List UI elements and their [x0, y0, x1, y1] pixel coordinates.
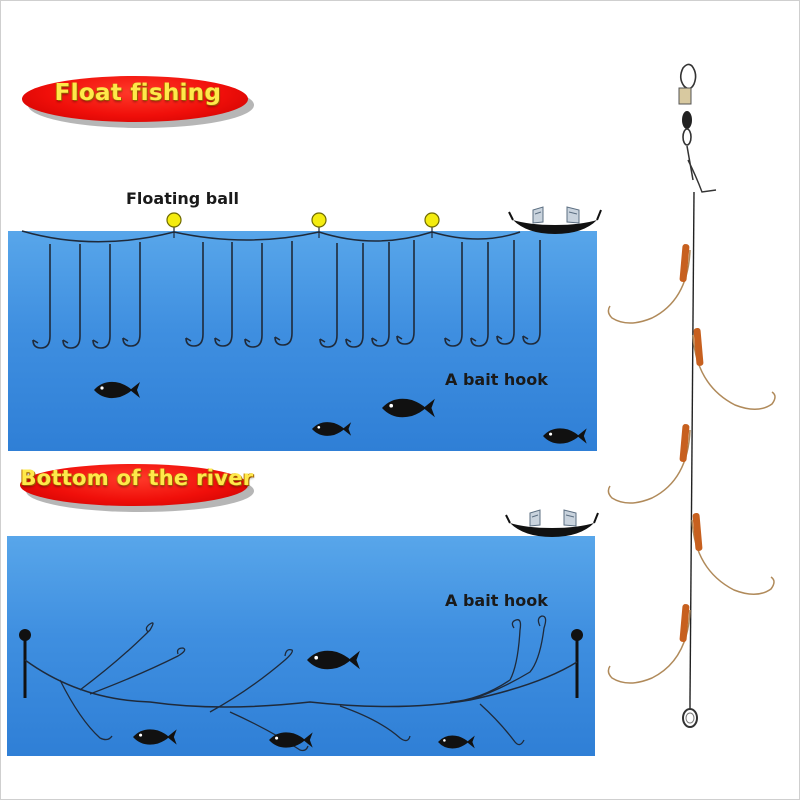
float-main-line — [21, 230, 521, 243]
hook-icon — [122, 241, 141, 347]
hook-icon — [319, 242, 338, 348]
rig-hook-icon — [692, 327, 776, 410]
ring-icon — [682, 700, 698, 728]
rig-hook-icon — [607, 244, 691, 324]
fish-icon — [94, 381, 140, 399]
floating-ball-label: Floating ball — [126, 189, 239, 208]
hook-icon — [32, 243, 51, 349]
stake-icon — [571, 629, 583, 698]
floating-ball-icon — [166, 212, 182, 238]
hook-icon — [244, 242, 263, 348]
hook-icon — [496, 239, 515, 345]
bottom-bait-hook-label: A bait hook — [445, 591, 548, 610]
bottom-river-banner: Bottom of the river — [20, 464, 254, 512]
bottom-hook-lines — [59, 615, 547, 752]
float-fishing-title: Float fishing — [54, 80, 222, 106]
hook-icon — [371, 241, 390, 347]
boat-icon — [505, 509, 599, 538]
hook-icon — [62, 243, 81, 349]
boat-icon — [508, 206, 602, 235]
hook-icon — [345, 242, 364, 348]
hook-icon — [92, 243, 111, 349]
hook-icon — [185, 241, 204, 347]
rig-hook-icon — [607, 604, 691, 684]
fish-icon — [438, 735, 475, 749]
rig-main-line — [689, 191, 695, 701]
floating-ball-icon — [311, 212, 327, 238]
fish-icon — [133, 729, 177, 745]
swivel-icon — [682, 111, 717, 193]
hook-icon — [396, 239, 415, 345]
banner-pill — [20, 464, 248, 506]
hook-icon — [214, 241, 233, 347]
hook-icon — [470, 241, 489, 347]
fish-icon — [543, 428, 587, 444]
rig-hook-icon — [607, 424, 691, 504]
hook-icon — [522, 239, 541, 345]
fish-icon — [382, 398, 435, 418]
floating-ball-icon — [424, 212, 440, 238]
bottom-main-line — [24, 659, 578, 708]
hook-icon — [444, 241, 463, 347]
fish-icon — [307, 650, 360, 670]
stake-icon — [19, 629, 31, 698]
float-bait-hook-label: A bait hook — [445, 370, 548, 389]
banner-pill — [22, 76, 248, 122]
bottom-river-title: Bottom of the river — [20, 466, 254, 490]
snap-clip-icon — [678, 63, 697, 105]
hook-icon — [274, 240, 293, 346]
rig-hook-icon — [691, 512, 775, 595]
bottom-water-panel — [7, 536, 595, 756]
fishing-rig — [607, 63, 776, 728]
fish-icon — [312, 422, 352, 436]
float-fishing-banner: Float fishing — [22, 76, 254, 128]
